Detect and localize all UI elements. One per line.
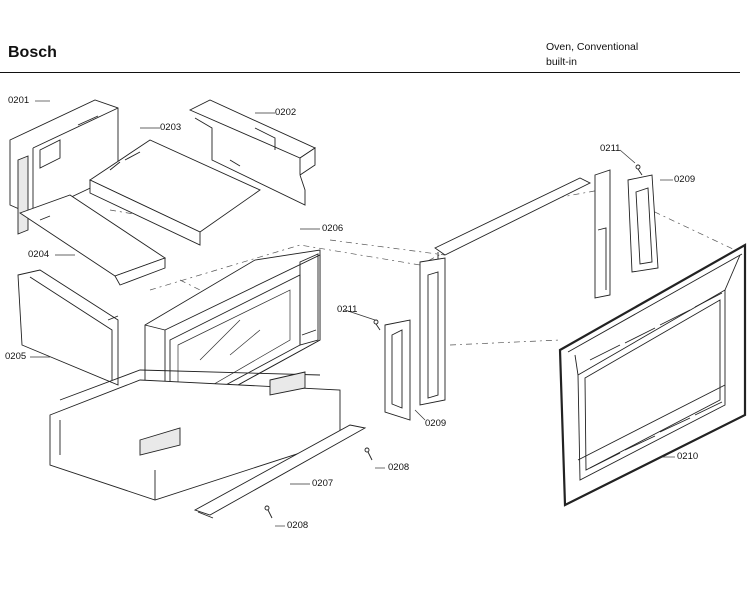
- product-line-2: built-in: [546, 56, 577, 68]
- callout-leaders: [30, 100, 675, 527]
- callout-0204: 0204: [28, 249, 50, 260]
- brand-name: Bosch: [8, 44, 57, 61]
- part-0204-mid-panel: [19, 194, 166, 286]
- callout-0210: 0210: [677, 451, 699, 462]
- callout-0201: 0201: [8, 95, 30, 106]
- part-0207-trim-strip: [193, 424, 367, 519]
- top-rail: [434, 177, 592, 262]
- lower-housing: [49, 369, 341, 501]
- part-0208-screws: [264, 447, 373, 519]
- callout-0208-lower: 0208: [287, 520, 309, 531]
- callout-0211-left: 0211: [337, 304, 358, 315]
- part-0211-screws: [373, 164, 643, 331]
- product-line-1: Oven, Conventional: [546, 41, 639, 53]
- callout-0206: 0206: [322, 223, 344, 234]
- callout-0208-upper: 0208: [388, 462, 410, 473]
- page-header: Bosch Oven, Conventional built-in: [0, 0, 750, 74]
- part-0203-top-center-panel: [89, 139, 261, 246]
- callout-0203: 0203: [160, 122, 182, 133]
- callout-0207: 0207: [312, 478, 334, 489]
- callout-0211-right: 0211: [600, 143, 621, 154]
- part-0202-top-panel: [188, 99, 316, 206]
- header-rule: [0, 72, 740, 73]
- part-0210-trim-frame: [558, 243, 747, 507]
- exploded-parts-diagram: [9, 99, 747, 527]
- callout-0202: 0202: [275, 107, 297, 118]
- callout-0205: 0205: [5, 351, 27, 362]
- callout-0209-left: 0209: [425, 418, 447, 429]
- part-0205-left-panel: [17, 269, 119, 386]
- part-0209-right-bracket: [594, 169, 659, 299]
- part-0209-left-bracket: [384, 257, 446, 421]
- callout-0209-right: 0209: [674, 174, 696, 185]
- product-description: Oven, Conventional built-in: [546, 40, 638, 70]
